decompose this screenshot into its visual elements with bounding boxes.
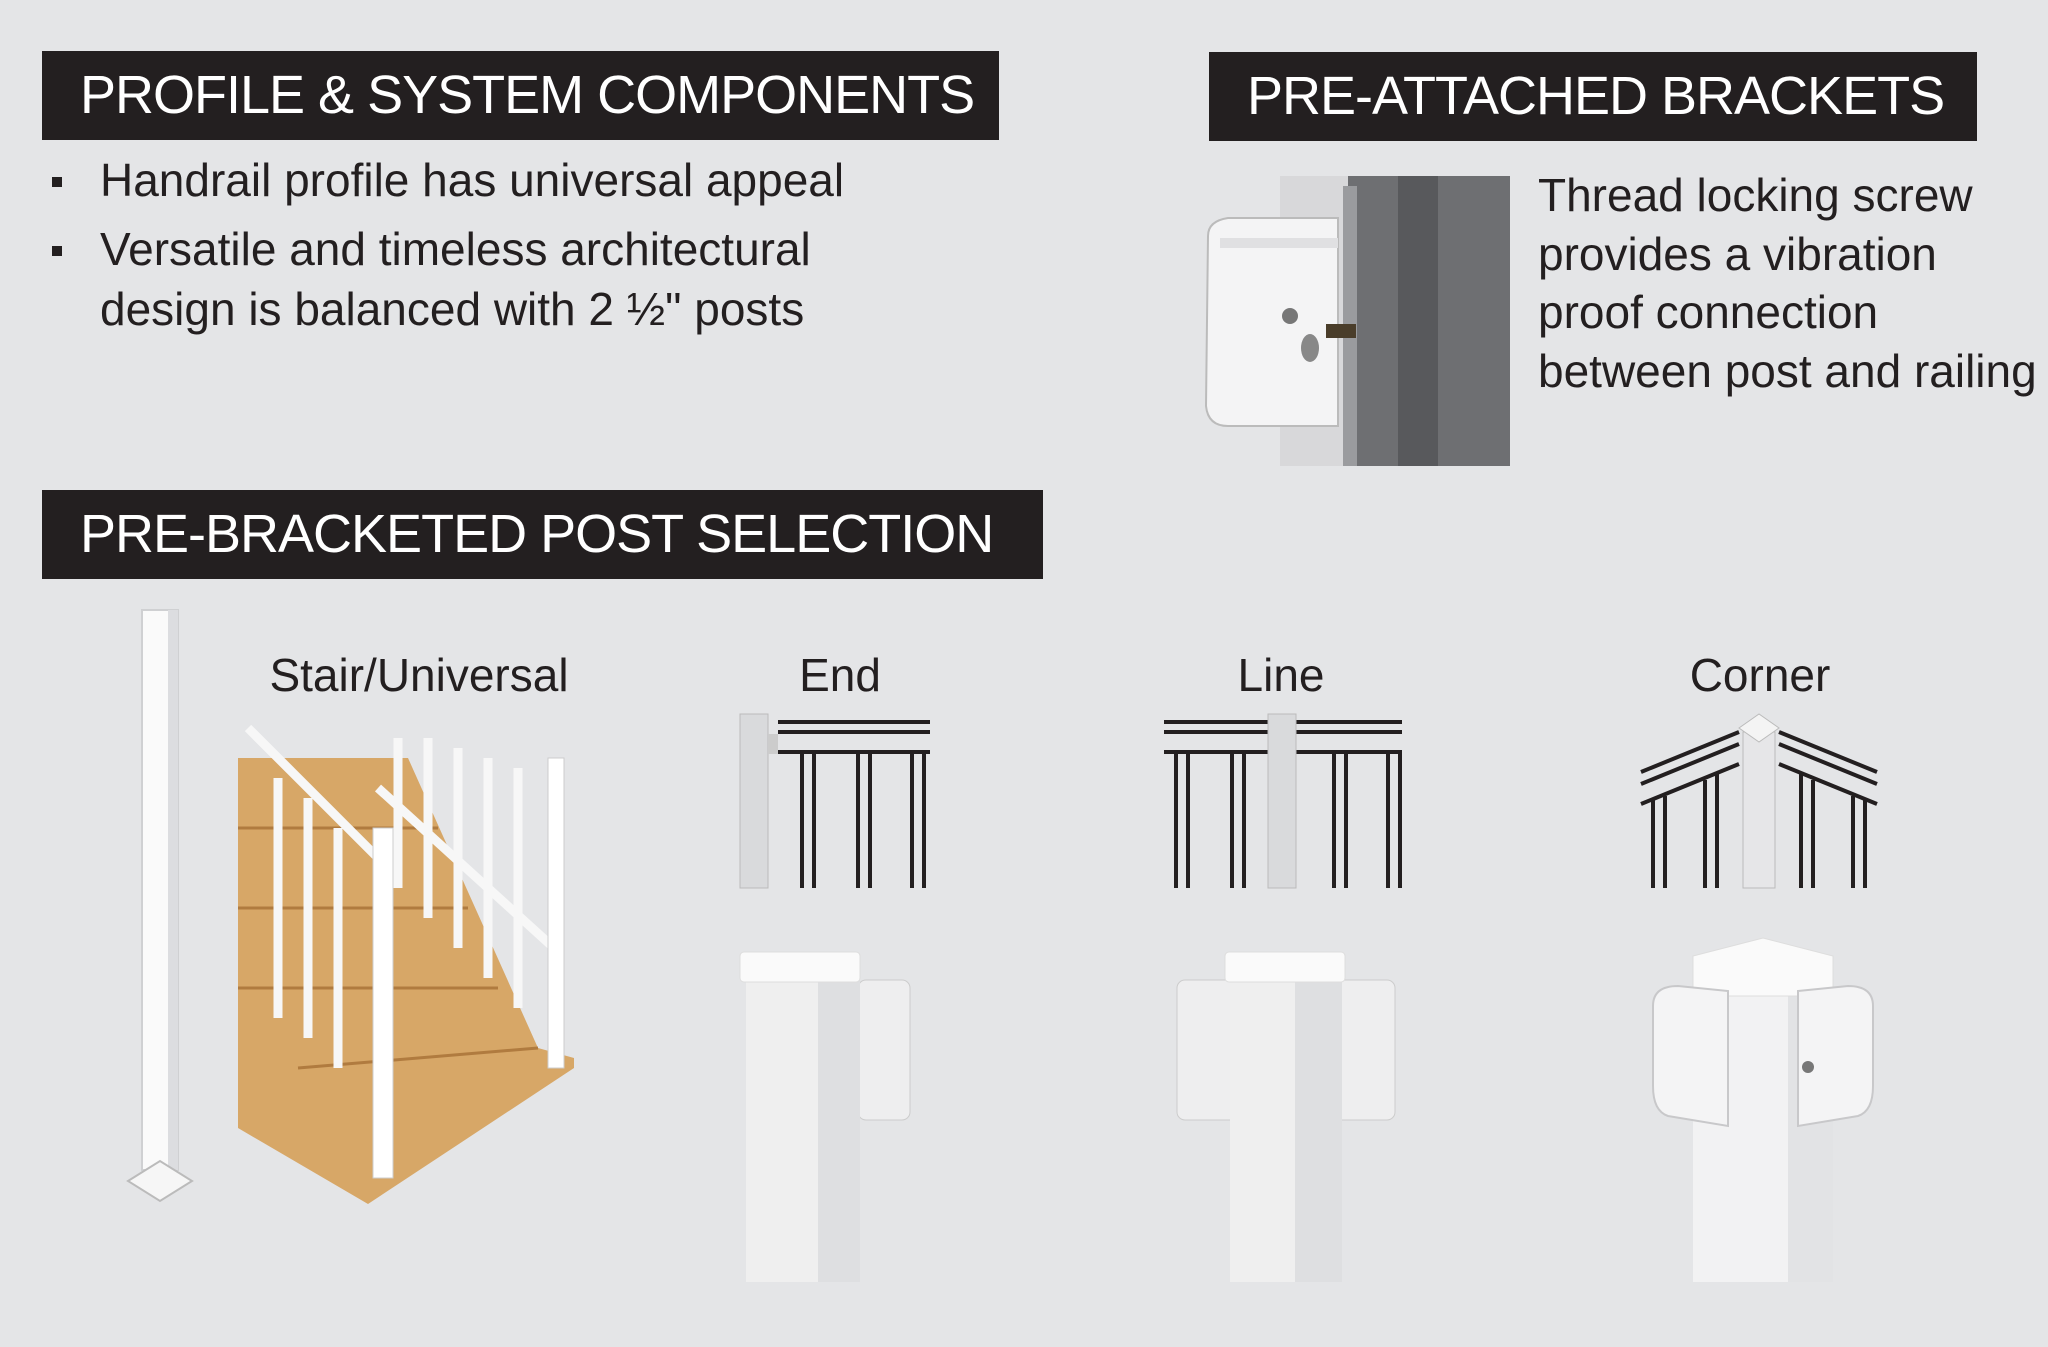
brackets-description: Thread locking screw provides a vibratio…	[1538, 169, 2037, 397]
stair-universal-post-image	[126, 609, 194, 1203]
bracket-closeup-image	[1204, 176, 1510, 466]
bullet-item: Versatile and timeless architectural des…	[44, 219, 900, 339]
line-post-diagram	[1164, 713, 1402, 889]
post-label-corner: Corner	[1689, 649, 1831, 701]
post-label-line: Line	[1237, 649, 1325, 701]
bullet-text: Handrail profile has universal appeal	[100, 154, 845, 206]
bullet-text: Versatile and timeless architectural des…	[100, 223, 811, 335]
bullet-square-icon	[52, 246, 62, 256]
corner-post-image	[1652, 937, 1874, 1282]
brackets-section-title: PRE-ATTACHED BRACKETS	[1209, 52, 1977, 141]
profile-section-title: PROFILE & SYSTEM COMPONENTS	[42, 51, 999, 140]
stair-railing-image	[238, 724, 574, 1204]
post-section-title: PRE-BRACKETED POST SELECTION	[42, 490, 1043, 579]
bullet-item: Handrail profile has universal appeal	[44, 150, 960, 210]
corner-post-diagram	[1640, 713, 1878, 889]
end-post-diagram	[739, 713, 930, 889]
end-post-image	[739, 951, 911, 1282]
line-post-image	[1176, 951, 1396, 1282]
post-label-end: End	[799, 649, 881, 701]
post-label-stair-universal: Stair/Universal	[269, 649, 569, 701]
bullet-square-icon	[52, 177, 62, 187]
profile-bullet-list: Handrail profile has universal appeal Ve…	[44, 150, 960, 348]
